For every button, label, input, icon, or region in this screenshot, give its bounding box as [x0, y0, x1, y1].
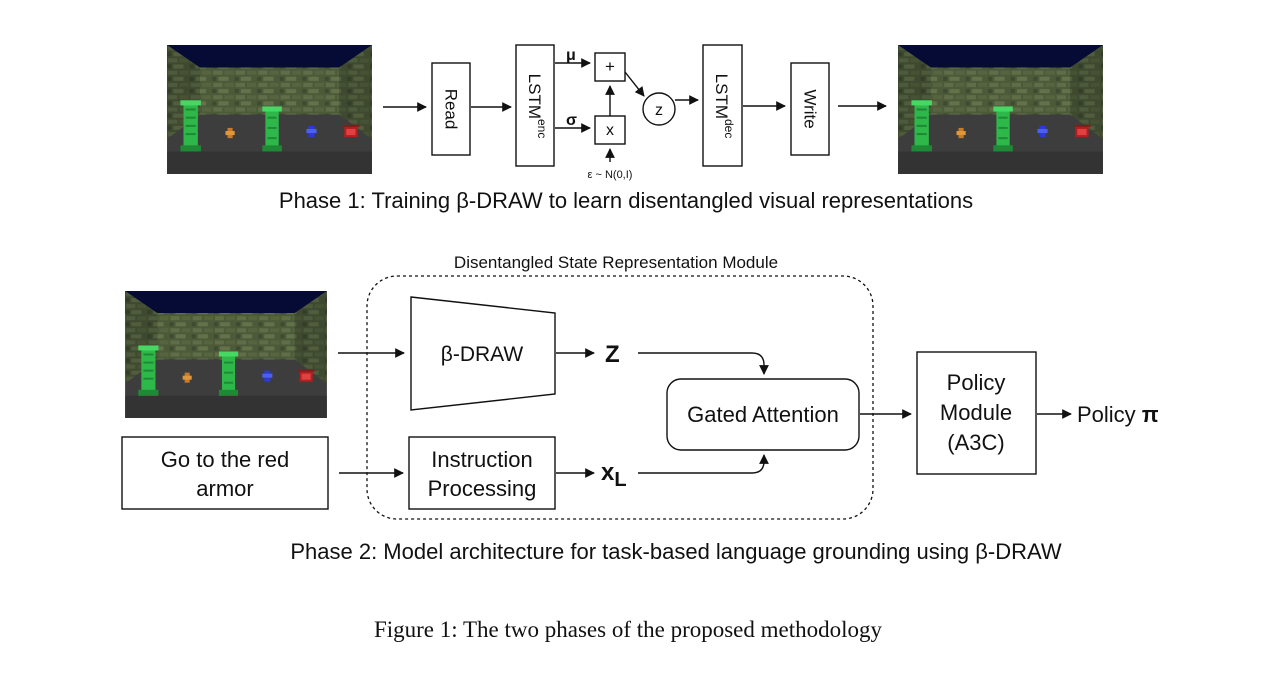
lstm-decoder-block: LSTMdec: [702, 44, 743, 167]
instruction-text-line1: Go to the red: [161, 447, 289, 472]
instruction-box: Go to the red armor: [121, 436, 329, 510]
lstm-dec-subscript: dec: [722, 119, 736, 138]
gated-attention-block: Gated Attention: [666, 378, 860, 451]
arrow-xl-to-gated-attention: [638, 454, 769, 474]
instruction-text-line2: armor: [196, 476, 253, 501]
policy-module-line3: (A3C): [947, 430, 1004, 455]
write-label: Write: [801, 89, 820, 128]
phase2-diagram: Disentangled State Representation Module…: [121, 253, 1159, 564]
mu-label: μ: [566, 47, 576, 64]
figure-caption: Figure 1: The two phases of the proposed…: [374, 617, 883, 642]
beta-draw-label: β-DRAW: [441, 343, 524, 366]
svg-text:LSTMenc: LSTMenc: [526, 74, 550, 139]
times-label: x: [606, 122, 614, 139]
policy-module-line2: Module: [940, 400, 1012, 425]
read-block: Read: [431, 62, 471, 156]
policy-module-line1: Policy: [947, 370, 1006, 395]
lstm-dec-box: [702, 44, 743, 167]
x-representation-label: x: [601, 459, 615, 486]
z-node: z: [642, 92, 676, 126]
lstm-enc-subscript: enc: [535, 119, 549, 138]
epsilon-label: ε ~ N(0,I): [588, 169, 633, 181]
instruction-processing-block: Instruction Processing: [408, 436, 556, 510]
write-box: [790, 62, 830, 156]
instruction-processing-line2: Processing: [428, 476, 537, 501]
phase2-caption: Phase 2: Model architecture for task-bas…: [290, 539, 1061, 564]
module-dashed-boundary: [366, 275, 874, 520]
input-game-frame-image: [167, 45, 372, 174]
reconstructed-game-frame-image: [898, 45, 1103, 174]
instruction-processing-line1: Instruction: [431, 447, 533, 472]
sigma-label: σ: [566, 112, 577, 129]
phase2-game-frame-image: [125, 291, 327, 418]
gated-attention-label: Gated Attention: [687, 402, 839, 427]
policy-output-label: Policy: [1077, 402, 1136, 427]
lstm-enc-label: LSTM: [526, 74, 545, 119]
module-title: Disentangled State Representation Module: [454, 253, 778, 272]
phase1-caption: Phase 1: Training β-DRAW to learn disent…: [279, 188, 973, 213]
policy-module-block: Policy Module (A3C): [916, 351, 1037, 475]
z-label: z: [655, 102, 663, 119]
lstm-enc-box: [515, 44, 555, 167]
read-box: [431, 62, 471, 156]
pi-symbol: π: [1142, 402, 1159, 427]
plus-node: +: [594, 52, 626, 82]
lstm-dec-label: LSTM: [713, 74, 732, 119]
svg-text:LSTMdec: LSTMdec: [713, 74, 737, 139]
svg-text:xL: xL: [601, 459, 627, 491]
read-label: Read: [442, 89, 461, 130]
write-block: Write: [790, 62, 830, 156]
arrow-plus-to-z: [624, 71, 645, 97]
phase1-diagram: Read LSTMenc μ σ + x ε ~ N(0,I) z: [167, 44, 1103, 213]
beta-draw-block: β-DRAW: [410, 296, 556, 411]
times-node: x: [594, 115, 626, 145]
lstm-encoder-block: LSTMenc: [515, 44, 555, 167]
plus-label: +: [605, 57, 615, 76]
beta-draw-trapezoid: [410, 296, 556, 411]
z-representation-label: Z: [605, 341, 620, 368]
arrow-z-to-gated-attention: [638, 352, 769, 375]
x-representation-subscript: L: [614, 469, 626, 491]
